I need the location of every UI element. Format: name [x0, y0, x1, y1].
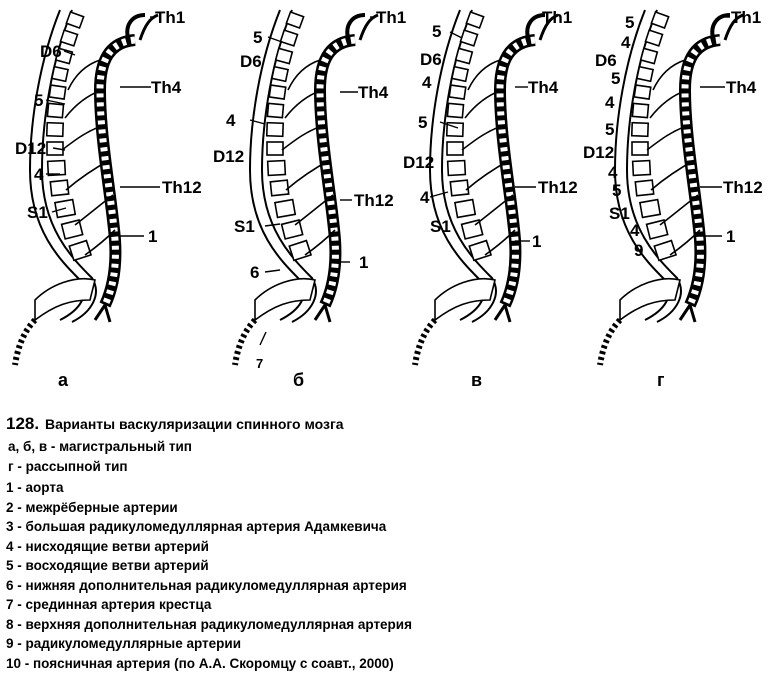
legend-item-5: 5 - восходящие ветви артерий	[6, 558, 209, 573]
panel-g-label-4b: 4	[605, 93, 615, 112]
panel-a-label-4: 4	[34, 165, 44, 184]
panel-a-label-d6: D6	[40, 42, 62, 61]
panel-a-label-th4: Th4	[151, 78, 182, 97]
panel-v-label-th4: Th4	[528, 78, 559, 97]
panel-b-label-th1: Th1	[376, 8, 406, 27]
panel-a-label-th12: Th12	[162, 178, 202, 197]
panel-g-label-9: 9	[634, 241, 643, 260]
panel-b-label-d12: D12	[213, 147, 244, 166]
panel-v-label-5a: 5	[432, 22, 441, 41]
legend-item-2: 2 - межрёберные артерии	[6, 499, 178, 515]
panel-a-label-s1: S1	[27, 203, 48, 222]
panel-g-label-d12: D12	[583, 143, 614, 162]
panel-b-label-5: 5	[253, 28, 262, 47]
panel-v: Th1 Th4 Th12 1 5 D6 4 5 D12 4 S1 в	[403, 8, 578, 390]
legend-list: 1 - аорта 2 - межрёберные артерии 3 - бо…	[6, 478, 776, 673]
panel-v-label-d6: D6	[420, 50, 442, 69]
panel-g: Th1 Th4 Th12 1 5 4 D6 5 4 5 D12 4 5 S1 4…	[583, 8, 763, 390]
panel-b-letter: б	[293, 370, 304, 390]
panel-g-label-th4: Th4	[726, 78, 757, 97]
panel-b-label-th12: Th12	[354, 191, 394, 210]
panel-v-label-4b: 4	[420, 188, 430, 207]
panel-b-label-aorta: 1	[359, 253, 368, 272]
caption-type-main: а, б, в - магистральный тип	[8, 439, 192, 454]
panel-b-label-6: 6	[250, 263, 259, 282]
panel-a-label-aorta: 1	[148, 227, 157, 246]
legend-item-7: 7 - срединная артерия крестца	[6, 597, 212, 612]
legend-item-4: 4 - нисходящие ветви артерий	[6, 538, 209, 554]
legend-item-8: 8 - верхняя дополнительная радикуломедул…	[6, 616, 412, 632]
caption-title-line: 128. Варианты васкуляризации спинного мо…	[6, 414, 776, 434]
panel-g-label-5d: 5	[612, 181, 621, 200]
caption-type-scattered: г - рассыпной тип	[8, 458, 128, 474]
figure-caption: 128. Варианты васкуляризации спинного мо…	[6, 414, 776, 673]
panel-a-letter: а	[58, 370, 69, 390]
panel-g-label-5a: 5	[625, 13, 634, 32]
panel-g-label-th1: Th1	[731, 8, 761, 27]
legend-item-3: 3 - большая радикуломедуллярная артерия …	[6, 519, 387, 534]
panel-a-label-d12: D12	[15, 139, 46, 158]
panel-b-label-7: 7	[256, 356, 263, 371]
caption-number: 128.	[6, 414, 40, 433]
panel-g-label-4d: 4	[630, 221, 640, 240]
panel-v-label-5b: 5	[418, 113, 427, 132]
panel-v-label-th12: Th12	[538, 178, 578, 197]
panel-g-label-5b: 5	[611, 69, 620, 88]
legend-item-9: 9 - радикуломедуллярные артерии	[6, 636, 241, 651]
panel-g-label-4c: 4	[608, 163, 618, 182]
panel-g-letter: г	[657, 370, 665, 390]
panel-g-label-5c: 5	[605, 120, 614, 139]
panel-v-label-th1: Th1	[542, 8, 572, 27]
legend-item-1: 1 - аорта	[6, 480, 64, 495]
legend-item-10: 10 - поясничная артерия (по А.А. Скоромц…	[6, 655, 394, 671]
panel-a-label-5: 5	[34, 91, 43, 110]
panel-v-label-4a: 4	[422, 73, 432, 92]
panel-g-label-th12: Th12	[723, 178, 763, 197]
panel-v-label-s1: S1	[430, 217, 451, 236]
legend-item-6: 6 - нижняя дополнительная радикуломедулл…	[6, 577, 407, 593]
spinal-vascularization-figure: Th1 Th4 Th12 1 D6 5 D12 4 S1 а Th1 Th4 T…	[0, 0, 763, 390]
panel-g-label-d6: D6	[595, 51, 617, 70]
caption-title: Варианты васкуляризации спинного мозга	[44, 416, 344, 432]
panel-b: Th1 Th4 Th12 1 5 D6 4 D12 S1 6 7 б	[213, 8, 406, 390]
panel-b-label-s1: S1	[234, 217, 255, 236]
panel-v-letter: в	[471, 370, 482, 390]
panel-v-label-d12: D12	[403, 153, 434, 172]
panel-b-label-4: 4	[226, 111, 236, 130]
panel-b-label-d6: D6	[240, 52, 262, 71]
panel-v-label-aorta: 1	[532, 232, 541, 251]
panel-a-label-th1: Th1	[155, 8, 185, 27]
panel-g-label-4a: 4	[621, 33, 631, 52]
panel-a: Th1 Th4 Th12 1 D6 5 D12 4 S1 а	[15, 8, 202, 390]
panel-g-label-s1: S1	[609, 204, 630, 223]
panel-b-label-th4: Th4	[358, 83, 389, 102]
panel-g-label-aorta: 1	[726, 227, 735, 246]
